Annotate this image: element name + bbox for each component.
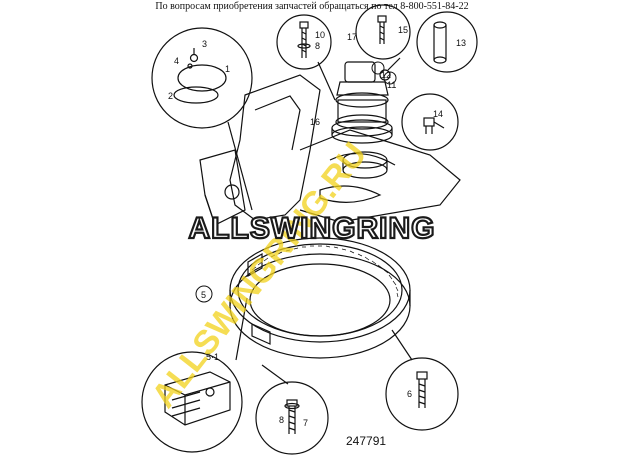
ring-teeth bbox=[251, 245, 399, 298]
callout-14: 14 bbox=[433, 109, 443, 119]
detail-circle-bolt-10-8 bbox=[276, 14, 332, 70]
ring-section bbox=[164, 371, 231, 426]
pointer-line bbox=[261, 364, 289, 385]
callout-7: 7 bbox=[303, 418, 308, 428]
watermark-main: ALLSWINGRING bbox=[189, 212, 436, 245]
pointer-line bbox=[317, 61, 336, 101]
callout-12: 12 bbox=[381, 70, 391, 80]
bolt-icon bbox=[416, 371, 428, 408]
detail-circle-pin-13 bbox=[416, 11, 478, 73]
detail-circle-bolt-6 bbox=[385, 357, 459, 431]
callout-10: 10 bbox=[315, 30, 325, 40]
cover-plate bbox=[173, 48, 227, 104]
bolt-icon bbox=[377, 15, 387, 44]
detail-circle-bolt-15 bbox=[355, 4, 411, 60]
reference-number: 247791 bbox=[346, 434, 387, 448]
pin-icon bbox=[433, 21, 447, 64]
pinion-gear bbox=[342, 151, 388, 179]
pointer-line bbox=[227, 121, 253, 211]
callout-5-1: 5·1 bbox=[206, 352, 219, 362]
watermark-diagonal: ALLSWINGRING.RU bbox=[144, 136, 374, 415]
callout-16: 16 bbox=[310, 117, 320, 127]
callout-15: 15 bbox=[398, 25, 408, 35]
callout-6: 6 bbox=[407, 389, 412, 399]
callout-1: 1 bbox=[225, 64, 230, 74]
callout-labels: 3 4 1 2 10 8 17 15 13 12 11 16 14 5 5·1 … bbox=[168, 25, 466, 428]
detail-circle-ring-section bbox=[141, 351, 243, 453]
callout-4: 4 bbox=[174, 56, 179, 66]
bolt-icon bbox=[297, 21, 311, 58]
slewing-ring bbox=[229, 237, 411, 359]
pointer-line bbox=[387, 57, 401, 71]
callout-2: 2 bbox=[168, 91, 173, 101]
callout-markers bbox=[195, 61, 397, 303]
callout-17: 17 bbox=[347, 32, 357, 42]
callout-5: 5 bbox=[201, 290, 206, 300]
fitting-icon bbox=[423, 117, 445, 134]
callout-11: 11 bbox=[387, 80, 396, 90]
detail-circle-cover bbox=[151, 27, 253, 129]
machine-frame bbox=[199, 74, 461, 226]
swing-motor bbox=[331, 61, 393, 144]
callout-8: 8 bbox=[279, 415, 284, 425]
callout-8-top: 8 bbox=[315, 41, 320, 51]
bolt-icon bbox=[284, 399, 300, 434]
detail-circle-bolt-8-7 bbox=[255, 381, 329, 455]
detail-circle-fitting-14 bbox=[401, 93, 459, 151]
callout-3: 3 bbox=[202, 39, 207, 49]
callout-13: 13 bbox=[456, 38, 466, 48]
header-text: По вопросам приобретения запчастей обращ… bbox=[155, 1, 469, 12]
